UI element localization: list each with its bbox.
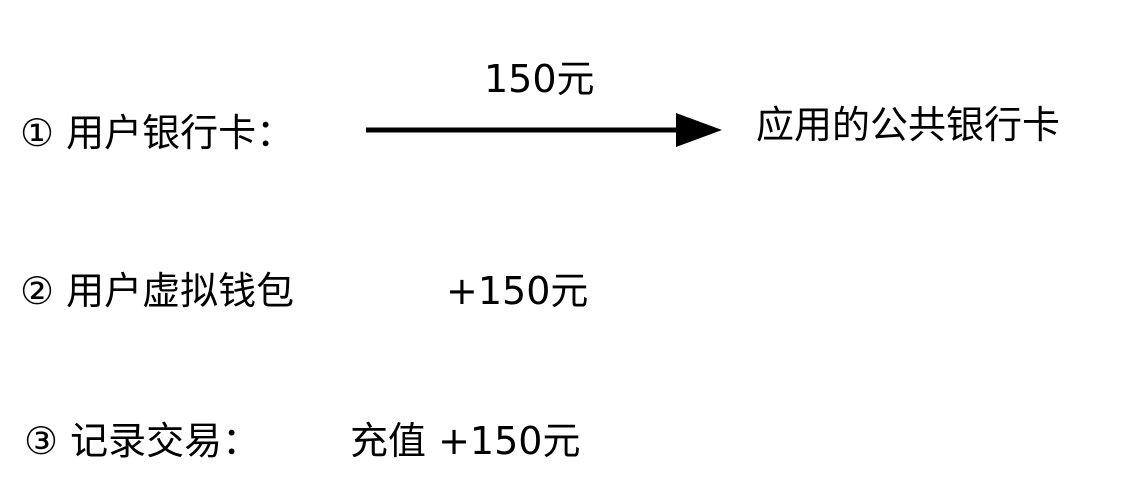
step-3-label: ③ 记录交易： [24,419,261,463]
transaction-detail: 充值 +150元 [350,419,581,463]
destination-label: 应用的公共银行卡 [756,103,1061,147]
step-1-label: ① 用户银行卡： [20,111,295,155]
wallet-amount: +150元 [446,269,589,313]
step-2-label: ② 用户虚拟钱包 [20,269,295,313]
transfer-amount-label: 150元 [484,57,595,101]
right-arrow-icon [366,113,722,147]
